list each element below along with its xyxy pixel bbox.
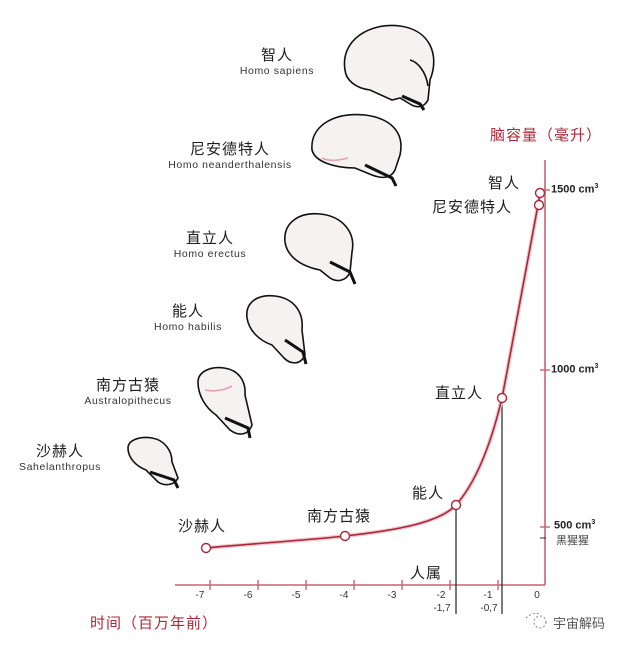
skull-label-habilis: 能人 Homo habilis — [138, 300, 238, 333]
skull-en: Australopithecus — [84, 395, 172, 407]
point-label-neanderthal: 尼安德特人 — [432, 198, 513, 216]
skull-en: Sahelanthropus — [19, 461, 101, 473]
y-axis-title: 脑容量（毫升） — [490, 126, 603, 144]
x-tick: -7 — [195, 590, 205, 601]
x-tick: 0 — [534, 590, 540, 601]
skull-label-sahelanthropus: 沙赫人 Sahelanthropus — [6, 440, 114, 473]
x-subtick-0-7: -0,7 — [480, 603, 498, 614]
skull-en: Homo neanderthalensis — [168, 159, 292, 171]
skull-en: Homo habilis — [154, 321, 222, 333]
point-habilis — [450, 499, 462, 511]
y-tick-1000: 1000 cm3 — [551, 363, 599, 376]
skull-cn: 沙赫人 — [35, 442, 84, 460]
skull-cn: 直立人 — [185, 229, 234, 247]
point-label-sahelanthropus: 沙赫人 — [178, 517, 227, 535]
skull-habilis-icon — [246, 294, 308, 365]
skull-label-erectus: 直立人 Homo erectus — [160, 227, 260, 260]
x-tick: -4 — [339, 590, 349, 601]
x-subtick-1-7: -1,7 — [433, 603, 451, 614]
watermark-text: 宇宙解码 — [553, 617, 606, 632]
skull-sahelanthropus-icon — [127, 436, 180, 489]
skull-australopithecus-icon — [197, 366, 253, 439]
point-erectus — [496, 392, 508, 404]
point-australopithecus — [339, 530, 351, 542]
skull-en: Homo sapiens — [239, 65, 315, 77]
x-tick: -1 — [483, 590, 493, 601]
skull-label-neanderthal: 尼安德特人 Homo neanderthalensis — [150, 138, 310, 171]
skull-erectus-icon — [284, 213, 357, 285]
point-sapiens — [534, 187, 546, 199]
skull-en: Homo erectus — [173, 248, 247, 260]
chimp-reference-label: 黑猩猩 — [556, 534, 589, 547]
skull-sapiens-icon — [343, 24, 435, 111]
skull-cn: 能人 — [171, 302, 204, 320]
skull-label-sapiens: 智人 Homo sapiens — [232, 44, 322, 77]
skull-cn: 尼安德特人 — [189, 140, 270, 158]
point-sahelanthropus — [200, 542, 212, 554]
y-tick-500: 500 cm3 — [554, 519, 596, 532]
x-axis-title: 时间（百万年前） — [90, 614, 219, 632]
point-label-habilis: 能人 — [412, 484, 445, 502]
x-tick: -3 — [387, 590, 397, 601]
point-label-australopithecus: 南方古猿 — [307, 507, 372, 525]
x-tick: -2 — [436, 590, 446, 601]
skull-cn: 智人 — [260, 46, 293, 64]
skull-cn: 南方古猿 — [95, 376, 160, 394]
y-tick-1500: 1500 cm3 — [551, 183, 599, 196]
x-tick: -5 — [291, 590, 301, 601]
x-tick: -6 — [243, 590, 253, 601]
point-neanderthal — [533, 199, 545, 211]
skull-neanderthal-icon — [311, 113, 402, 187]
genus-homo-label: 人属 — [410, 564, 443, 582]
point-label-erectus: 直立人 — [435, 384, 484, 402]
point-label-sapiens: 智人 — [488, 174, 521, 192]
watermark-logo-icon — [525, 612, 547, 629]
skull-label-australopithecus: 南方古猿 Australopithecus — [68, 374, 188, 407]
